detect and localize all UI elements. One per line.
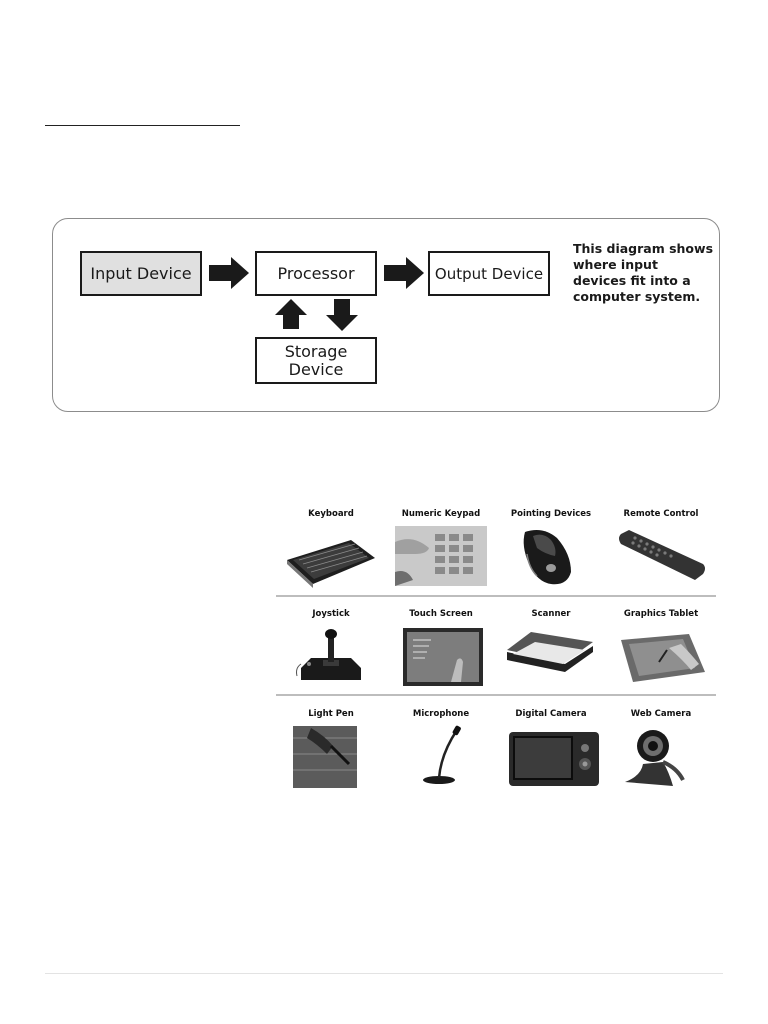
title-underline [45, 125, 240, 126]
device-row: Joystick Touch Screen [276, 604, 716, 690]
diagram-caption: This diagram shows where input devices f… [573, 241, 714, 304]
arrow-processor-to-storage [326, 299, 358, 331]
device-label: Light Pen [308, 709, 354, 719]
device-label: Pointing Devices [510, 509, 592, 519]
device-label: Graphics Tablet [623, 609, 699, 619]
device-label: Numeric Keypad [401, 509, 481, 519]
device-label: Remote Control [623, 509, 699, 519]
device-touch-screen: Touch Screen [386, 604, 496, 690]
graphics-tablet-icon [621, 634, 705, 682]
processor-box: Processor [255, 251, 377, 296]
web-camera-icon [625, 730, 685, 786]
device-pointing-devices: Pointing Devices [496, 504, 606, 590]
device-graphics-tablet: Graphics Tablet [606, 604, 716, 690]
output-device-box: Output Device [428, 251, 550, 296]
arrow-storage-to-processor [275, 299, 307, 329]
device-label: Scanner [531, 609, 571, 619]
keyboard-icon [287, 540, 375, 588]
numeric-keypad-icon [395, 526, 487, 586]
device-row: Keyboard Numeric Keypad [276, 504, 716, 590]
device-label: Joystick [312, 609, 350, 619]
remote-control-icon [619, 530, 705, 580]
device-microphone: Microphone [386, 704, 496, 790]
digital-camera-icon [509, 732, 599, 786]
device-numeric-keypad: Numeric Keypad [386, 504, 496, 590]
mouse-icon [523, 530, 571, 585]
light-pen-icon [293, 726, 357, 788]
device-label: Touch Screen [409, 609, 473, 619]
device-remote-control: Remote Control [606, 504, 716, 590]
arrow-input-to-processor [209, 257, 249, 289]
scanner-icon [507, 632, 593, 672]
input-devices-diagram: Input Device Processor Output Device Sto… [52, 218, 720, 412]
flow-arrows [209, 257, 424, 331]
joystick-icon [296, 629, 361, 680]
row-divider [276, 694, 716, 696]
device-label: Web Camera [630, 709, 692, 719]
device-digital-camera: Digital Camera [496, 704, 606, 790]
device-keyboard: Keyboard [276, 504, 386, 590]
footer-divider [45, 973, 723, 974]
device-joystick: Joystick [276, 604, 386, 690]
device-label: Keyboard [308, 509, 354, 519]
device-row: Light Pen Microphone Digital Camera [276, 704, 716, 790]
device-web-camera: Web Camera [606, 704, 716, 790]
input-devices-grid: Keyboard Numeric Keypad [276, 504, 716, 794]
storage-device-box: Storage Device [255, 337, 377, 384]
row-divider [276, 595, 716, 597]
device-label: Digital Camera [515, 709, 587, 719]
device-label: Microphone [412, 709, 470, 719]
device-scanner: Scanner [496, 604, 606, 690]
device-light-pen: Light Pen [276, 704, 386, 790]
touch-screen-icon [403, 628, 483, 686]
arrow-processor-to-output [384, 257, 424, 289]
microphone-icon [423, 725, 461, 784]
input-device-box: Input Device [80, 251, 202, 296]
